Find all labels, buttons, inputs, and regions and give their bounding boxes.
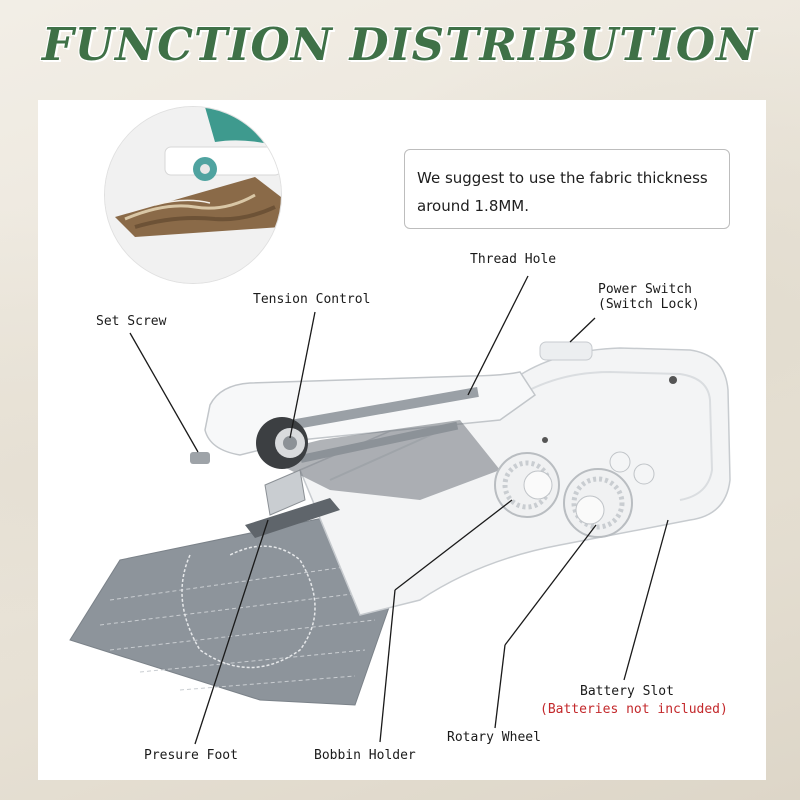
fabric-detail-inset — [104, 106, 282, 284]
pointer-rotary-wheel-diagonal — [504, 524, 597, 646]
label-presure-foot: Presure Foot — [144, 748, 238, 763]
label-thread-hole: Thread Hole — [470, 252, 557, 267]
pointer-bobbin-holder-vertical — [379, 589, 396, 743]
label-rotary-wheel: Rotary Wheel — [447, 730, 541, 745]
callout-line-2: around 1.8MM. — [417, 197, 530, 215]
power-switch — [539, 341, 593, 361]
label-battery-slot: Battery Slot — [580, 684, 674, 699]
label-power-switch-line2: (Switch Lock) — [598, 297, 700, 312]
pointer-thread-hole — [467, 275, 529, 396]
label-bobbin-holder: Bobbin Holder — [314, 748, 416, 763]
page-title: FUNCTION DISTRIBUTION — [41, 18, 759, 71]
label-battery-note: (Batteries not included) — [540, 702, 728, 717]
pointer-power-switch — [569, 317, 596, 343]
callout-line-1: We suggest to use the fabric thickness — [417, 169, 708, 187]
pointer-set-screw — [129, 332, 199, 453]
pointer-battery-slot — [623, 519, 669, 681]
fabric-thickness-callout: We suggest to use the fabric thickness a… — [404, 149, 730, 229]
presser-foot — [245, 498, 340, 538]
label-power-switch: Power Switch (Switch Lock) — [598, 282, 700, 312]
pointer-tension-control — [289, 311, 316, 439]
label-tension-control: Tension Control — [253, 292, 371, 307]
fabric-detail-illustration — [105, 107, 281, 283]
label-power-switch-line1: Power Switch — [598, 282, 692, 297]
pointer-bobbin-holder-diagonal — [394, 499, 513, 591]
pointer-rotary-wheel-vertical — [494, 644, 506, 729]
set-screw — [190, 452, 210, 464]
label-set-screw: Set Screw — [96, 314, 167, 329]
pointer-presure-foot — [194, 519, 269, 745]
